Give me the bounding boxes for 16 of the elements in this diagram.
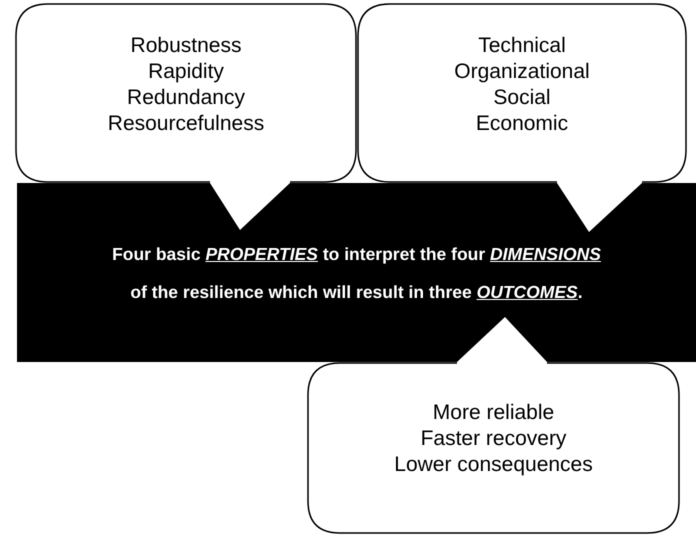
text-panel [17, 183, 696, 362]
bubble-text: Faster recovery [420, 426, 566, 452]
speech-bubble [307, 362, 680, 534]
bubble-text: Economic [476, 111, 568, 137]
bubble-text: Organizational [454, 59, 590, 85]
speech-bubble [357, 3, 687, 183]
bubble-text: Lower consequences [394, 452, 593, 478]
bubble-text: Redundancy [127, 85, 245, 111]
bubble-text: Resourcefulness [108, 111, 264, 137]
panel-text: Four basic PROPERTIES to interpret the four DIMENSIONS of the resilience which will result in three OUTCOMES. [111, 242, 602, 304]
bubble-text: Technical [478, 33, 566, 59]
bubble-text: Rapidity [148, 59, 224, 85]
bubble-text: More reliable [432, 400, 554, 426]
bubble-text: Social [493, 85, 551, 111]
speech-bubble [15, 3, 357, 183]
bubble-text: Robustness [130, 33, 242, 59]
